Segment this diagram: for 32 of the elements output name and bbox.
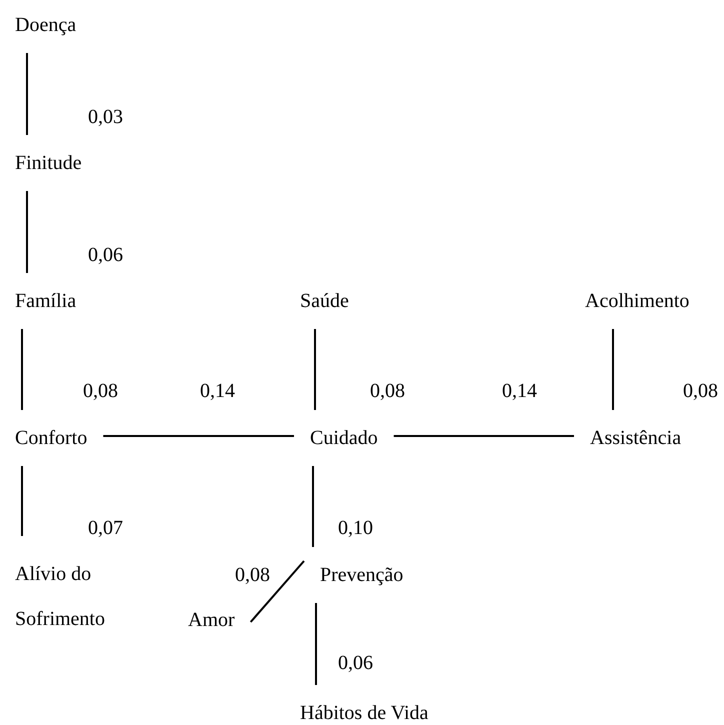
node-label: Conforto [0,410,104,466]
node-label: Prevenção [304,547,420,603]
connector-line [103,435,294,437]
node-label: Amor [172,592,251,648]
edge-label: 0,06 [338,651,373,675]
edge-label: 0,08 [370,379,405,403]
edge-label: 0,08 [83,379,118,403]
edge-label: 0,06 [88,243,123,267]
node-label: Acolhimento [569,273,690,329]
node-label: Hábitos de Vida [284,685,444,725]
node-label: Cuidado [294,410,394,466]
node-label: Saúde [284,273,365,329]
connector-line [21,466,23,536]
connector-line [315,603,317,685]
connector-line [26,53,28,135]
edge-label: 0,08 [683,379,718,403]
connector-line [250,560,305,623]
connector-line [314,329,316,410]
connector-line [26,191,28,273]
edge-label: 0,03 [88,105,123,129]
connector-line [21,329,23,410]
node-label: Finitude [0,135,98,191]
node-label: Família [0,273,92,329]
edge-label: 0,10 [338,516,373,540]
edge-label: 0,14 [200,379,235,403]
connector-line [612,329,614,410]
connector-line [312,466,314,547]
edge-label: 0,14 [502,379,537,403]
connector-line [394,435,574,437]
node-label: Assistência [574,410,682,466]
node-label: Doença [0,0,92,53]
edge-label: 0,08 [235,563,270,587]
